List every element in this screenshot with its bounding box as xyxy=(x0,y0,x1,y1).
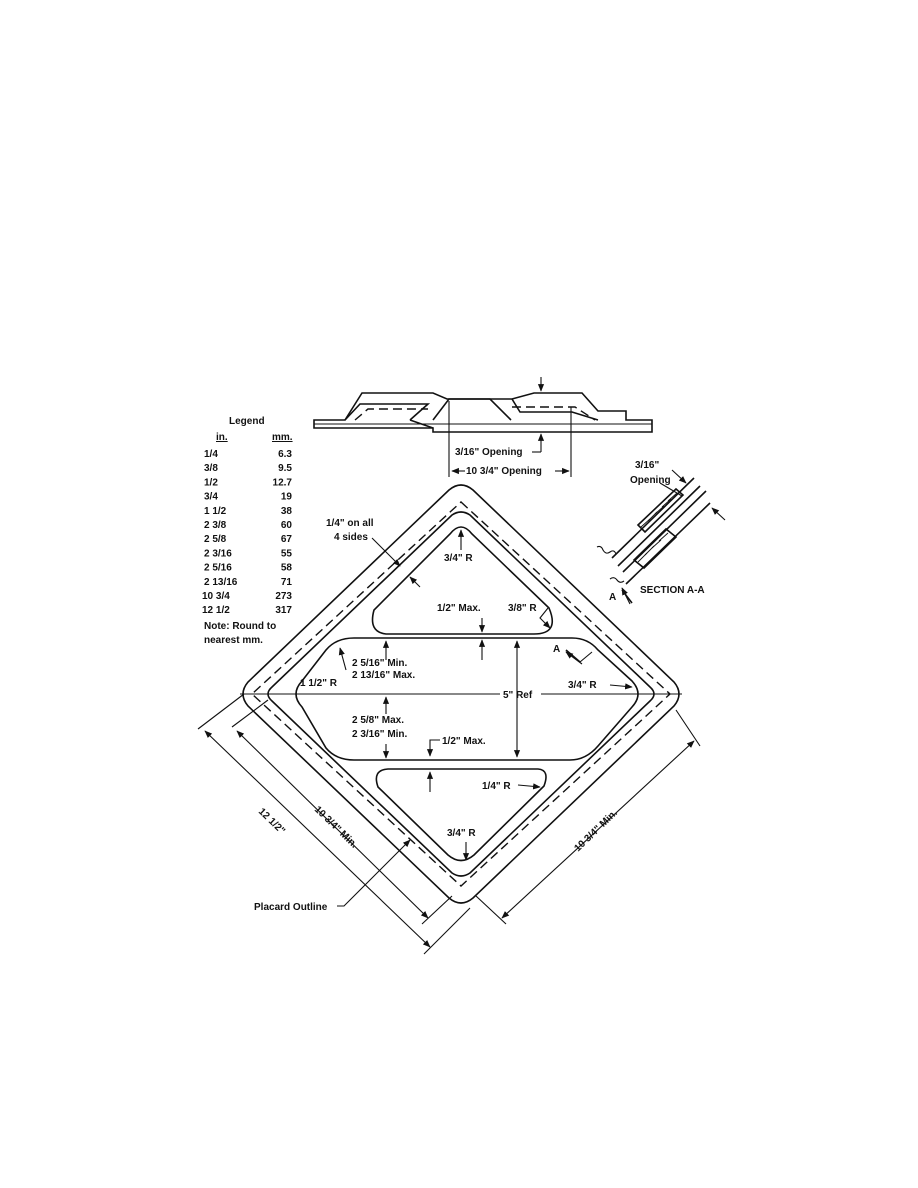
band-right-radius-label: 3/4" R xyxy=(568,680,597,691)
legend-row-in: 2 5/16 xyxy=(204,563,232,574)
lower-triangle-opening xyxy=(375,768,547,862)
legend-row-in: 1/2 xyxy=(204,477,218,488)
legend-row-mm: 273 xyxy=(275,591,292,602)
legend-row-in: 2 3/16 xyxy=(204,548,232,559)
section-opening-line1: 3/16" xyxy=(635,460,659,471)
legend-row-mm: 60 xyxy=(281,520,293,531)
legend-rows: 1/4 6.3 3/8 9.5 1/2 12.7 3/4 19 1 1/2 38 2 3/8 60 2 … xyxy=(202,449,292,616)
dim-left-label: 10 3/4" Min. xyxy=(312,804,360,850)
placard-outer-outline xyxy=(242,484,680,904)
placard: 1/4" on all 4 sides 3/4" R 1/2" Max. 3/8… xyxy=(197,484,701,955)
section-opening-line2: Opening xyxy=(630,475,671,486)
placard-outline-label: Placard Outline xyxy=(254,902,328,913)
legend-row-mm: 58 xyxy=(281,563,293,574)
legend-note: Note: Round to xyxy=(204,621,276,632)
opening-small-label: 3/16" Opening xyxy=(455,447,523,458)
legend-col-in: in. xyxy=(216,432,228,443)
legend-row-in: 2 3/8 xyxy=(204,520,227,531)
legend-row-in: 3/8 xyxy=(204,463,218,474)
legend-row-mm: 19 xyxy=(281,492,293,503)
dim-overall-label: 12 1/2" xyxy=(256,806,287,837)
upper-triangle-opening xyxy=(371,526,553,635)
legend-row-mm: 6.3 xyxy=(278,449,292,460)
legend-title: Legend xyxy=(229,416,265,427)
legend-row-mm: 67 xyxy=(281,534,293,545)
legend-col-mm: mm. xyxy=(272,432,293,443)
reference-label: 5" Ref xyxy=(503,690,533,701)
dim-right-label: 10 3/4" Min. xyxy=(572,808,620,854)
legend-row-in: 12 1/2 xyxy=(202,605,230,616)
legend-row-mm: 71 xyxy=(281,577,293,588)
placard-inner-border xyxy=(267,511,655,877)
legend-note-cont: nearest mm. xyxy=(204,635,263,646)
legend-row-in: 10 3/4 xyxy=(202,591,230,602)
legend-row-mm: 38 xyxy=(281,506,293,517)
legend-row-mm: 9.5 xyxy=(278,463,292,474)
lower-max-label: 2 5/8" Max. xyxy=(352,715,404,726)
lower-radius-label: 1/4" R xyxy=(482,781,511,792)
legend-row-in: 1 1/2 xyxy=(204,506,227,517)
profile-view: 3/16" Opening 10 3/4" Opening xyxy=(313,377,653,477)
lower-half-max-label: 1/2" Max. xyxy=(442,736,486,747)
upper-max-label: 1/2" Max. xyxy=(437,603,481,614)
section-title: SECTION A-A xyxy=(640,585,705,596)
band-max-label: 2 13/16" Max. xyxy=(352,670,415,681)
legend-row-in: 2 13/16 xyxy=(204,577,238,588)
legend-row-in: 3/4 xyxy=(204,492,218,503)
legend-row-mm: 317 xyxy=(275,605,292,616)
legend-row-in: 1/4 xyxy=(204,449,218,460)
band-left-radius-label: 1 1/2" R xyxy=(300,678,338,689)
lower-min-label: 2 3/16" Min. xyxy=(352,729,408,740)
section-cut-label: A xyxy=(609,592,616,603)
section-cut-label-placard: A xyxy=(553,644,560,655)
band-min-label: 2 5/16" Min. xyxy=(352,658,408,669)
legend-row-in: 2 5/8 xyxy=(204,534,227,545)
border-label-cont: 4 sides xyxy=(334,532,368,543)
upper-radius-label: 3/8" R xyxy=(508,603,537,614)
legend-row-mm: 12.7 xyxy=(273,477,293,488)
section-a-a: 3/16" Opening A SECTION A-A xyxy=(596,460,726,605)
placard-dashed-outline xyxy=(250,501,672,887)
border-label: 1/4" on all xyxy=(326,518,374,529)
opening-large-label: 10 3/4" Opening xyxy=(466,466,542,477)
top-radius-label: 3/4" R xyxy=(444,553,473,564)
legend-row-mm: 55 xyxy=(281,548,293,559)
bottom-radius-label: 3/4" R xyxy=(447,828,476,839)
section-hatching xyxy=(637,492,678,563)
